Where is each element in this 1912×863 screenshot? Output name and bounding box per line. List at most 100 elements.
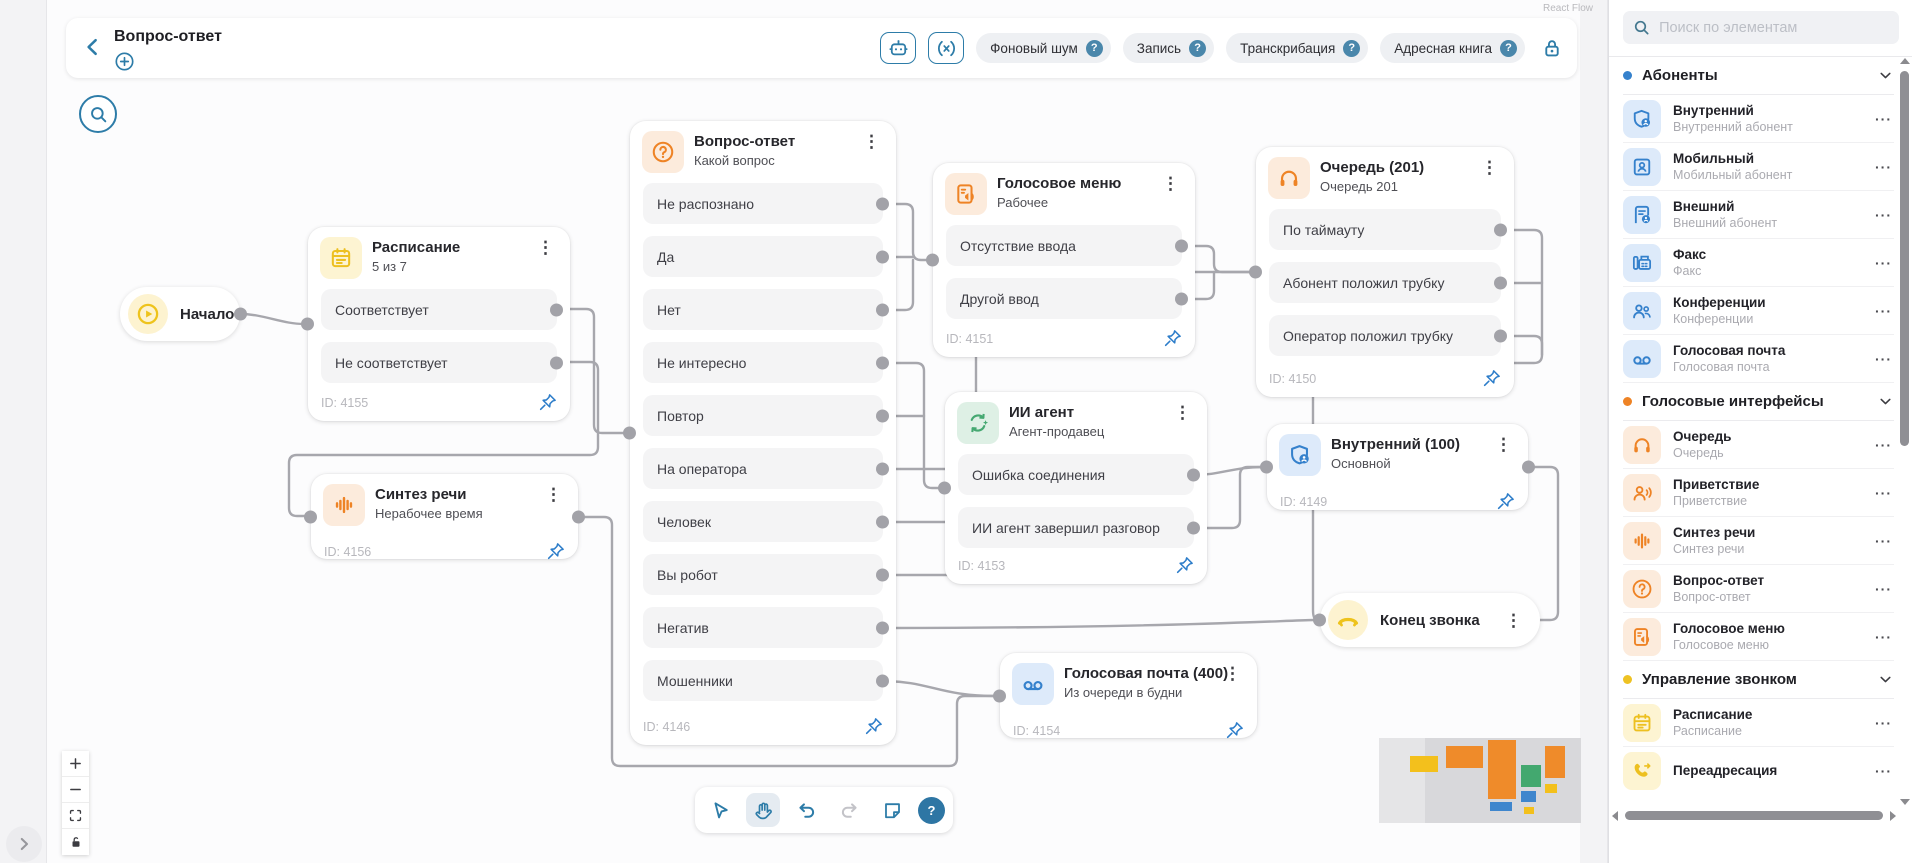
section-voice-interfaces[interactable]: Голосовые интерфейсы (1623, 383, 1894, 421)
expand-left-panel-button[interactable] (6, 826, 42, 862)
output-handle[interactable] (876, 303, 889, 316)
select-tool-button[interactable] (703, 793, 737, 827)
node-internal[interactable]: Внутренний (100)Основной ⋮ ID: 4149 (1260, 424, 1535, 511)
node-menu-button[interactable]: ⋮ (537, 238, 554, 257)
item-more-button[interactable]: ··· (1875, 714, 1892, 731)
variables-button[interactable] (928, 32, 965, 64)
help-button[interactable]: ? (918, 796, 945, 824)
zoom-out-button[interactable] (62, 777, 89, 803)
transcription-button[interactable]: Транскрибация? (1226, 33, 1369, 63)
item-more-button[interactable]: ··· (1875, 763, 1892, 779)
output-handle[interactable] (550, 356, 563, 369)
section-subscribers[interactable]: Абоненты (1623, 57, 1894, 95)
output-handle[interactable] (876, 409, 889, 422)
item-more-button[interactable]: ··· (1875, 484, 1892, 501)
output-handle[interactable] (1522, 460, 1535, 474)
search-input[interactable] (1659, 19, 1889, 36)
node-menu-button[interactable]: ⋮ (1481, 158, 1498, 177)
node-menu-button[interactable]: ⋮ (1495, 435, 1512, 454)
output-handle[interactable] (876, 515, 889, 528)
node-start[interactable]: Начало (120, 287, 247, 341)
scroll-down-arrow[interactable] (1900, 799, 1910, 805)
node-menu-button[interactable]: ⋮ (1505, 610, 1522, 630)
lock-toggle-button[interactable] (62, 829, 89, 855)
note-tool-button[interactable] (875, 793, 909, 827)
input-handle[interactable] (993, 689, 1006, 702)
undo-button[interactable] (789, 793, 823, 827)
node-queue[interactable]: Очередь (201)Очередь 201 ⋮ По таймауту А… (1249, 147, 1514, 397)
help-badge[interactable]: ? (1085, 39, 1103, 57)
item-more-button[interactable]: ··· (1875, 254, 1892, 271)
pin-icon[interactable] (1496, 492, 1515, 511)
pan-tool-button[interactable] (746, 793, 780, 827)
output-handle[interactable] (1494, 276, 1507, 289)
background-noise-button[interactable]: Фоновый шум? (976, 33, 1111, 63)
scroll-left-arrow[interactable] (1612, 811, 1618, 821)
output-handle[interactable] (876, 674, 889, 687)
input-handle[interactable] (1313, 613, 1326, 627)
back-button[interactable] (82, 36, 104, 58)
output-handle[interactable] (876, 621, 889, 634)
node-menu-button[interactable]: ⋮ (1162, 174, 1179, 193)
vertical-scrollbar[interactable] (1899, 58, 1910, 805)
section-call-control[interactable]: Управление звонком (1623, 661, 1894, 699)
item-more-button[interactable]: ··· (1875, 110, 1892, 127)
redo-button[interactable] (832, 793, 866, 827)
pin-icon[interactable] (1225, 721, 1244, 740)
output-handle[interactable] (550, 303, 563, 316)
input-handle[interactable] (623, 426, 636, 440)
pin-icon[interactable] (1175, 556, 1194, 575)
element-item-forwarding[interactable]: Переадресация ··· (1623, 747, 1894, 795)
scrollbar-thumb[interactable] (1900, 71, 1909, 446)
help-badge[interactable]: ? (1343, 39, 1361, 57)
add-node-button[interactable] (114, 51, 135, 72)
output-handle[interactable] (1494, 329, 1507, 342)
node-end[interactable]: Конец звонка ⋮ (1313, 593, 1540, 647)
output-handle[interactable] (1494, 223, 1507, 236)
pin-icon[interactable] (864, 717, 883, 736)
help-badge[interactable]: ? (1500, 39, 1517, 57)
pin-icon[interactable] (1163, 329, 1182, 348)
scroll-right-arrow[interactable] (1890, 811, 1896, 821)
output-handle[interactable] (876, 356, 889, 369)
node-menu-button[interactable]: ⋮ (1224, 664, 1241, 683)
horizontal-scrollbar[interactable] (1612, 810, 1896, 822)
input-handle[interactable] (304, 510, 317, 523)
address-book-button[interactable]: Адресная книга? (1380, 33, 1525, 63)
minimap[interactable] (1379, 738, 1581, 823)
zoom-in-button[interactable] (62, 751, 89, 777)
item-more-button[interactable]: ··· (1875, 436, 1892, 453)
node-menu-button[interactable]: ⋮ (863, 132, 880, 151)
output-handle[interactable] (876, 568, 889, 581)
item-more-button[interactable]: ··· (1875, 302, 1892, 319)
input-handle[interactable] (1249, 265, 1262, 279)
pin-icon[interactable] (1482, 369, 1501, 388)
item-more-button[interactable]: ··· (1875, 532, 1892, 549)
input-handle[interactable] (301, 317, 314, 331)
output-handle[interactable] (1175, 292, 1188, 305)
output-handle[interactable] (876, 250, 889, 263)
node-voicemail[interactable]: Голосовая почта (400)Из очереди в будни … (993, 653, 1257, 740)
element-search[interactable] (1623, 11, 1899, 44)
lock-button[interactable] (1541, 37, 1563, 59)
output-handle[interactable] (1187, 521, 1200, 534)
output-handle[interactable] (876, 462, 889, 475)
input-handle[interactable] (1260, 460, 1273, 474)
fit-view-button[interactable] (62, 803, 89, 829)
item-more-button[interactable]: ··· (1875, 206, 1892, 223)
output-handle[interactable] (1175, 239, 1188, 252)
item-more-button[interactable]: ··· (1875, 628, 1892, 645)
